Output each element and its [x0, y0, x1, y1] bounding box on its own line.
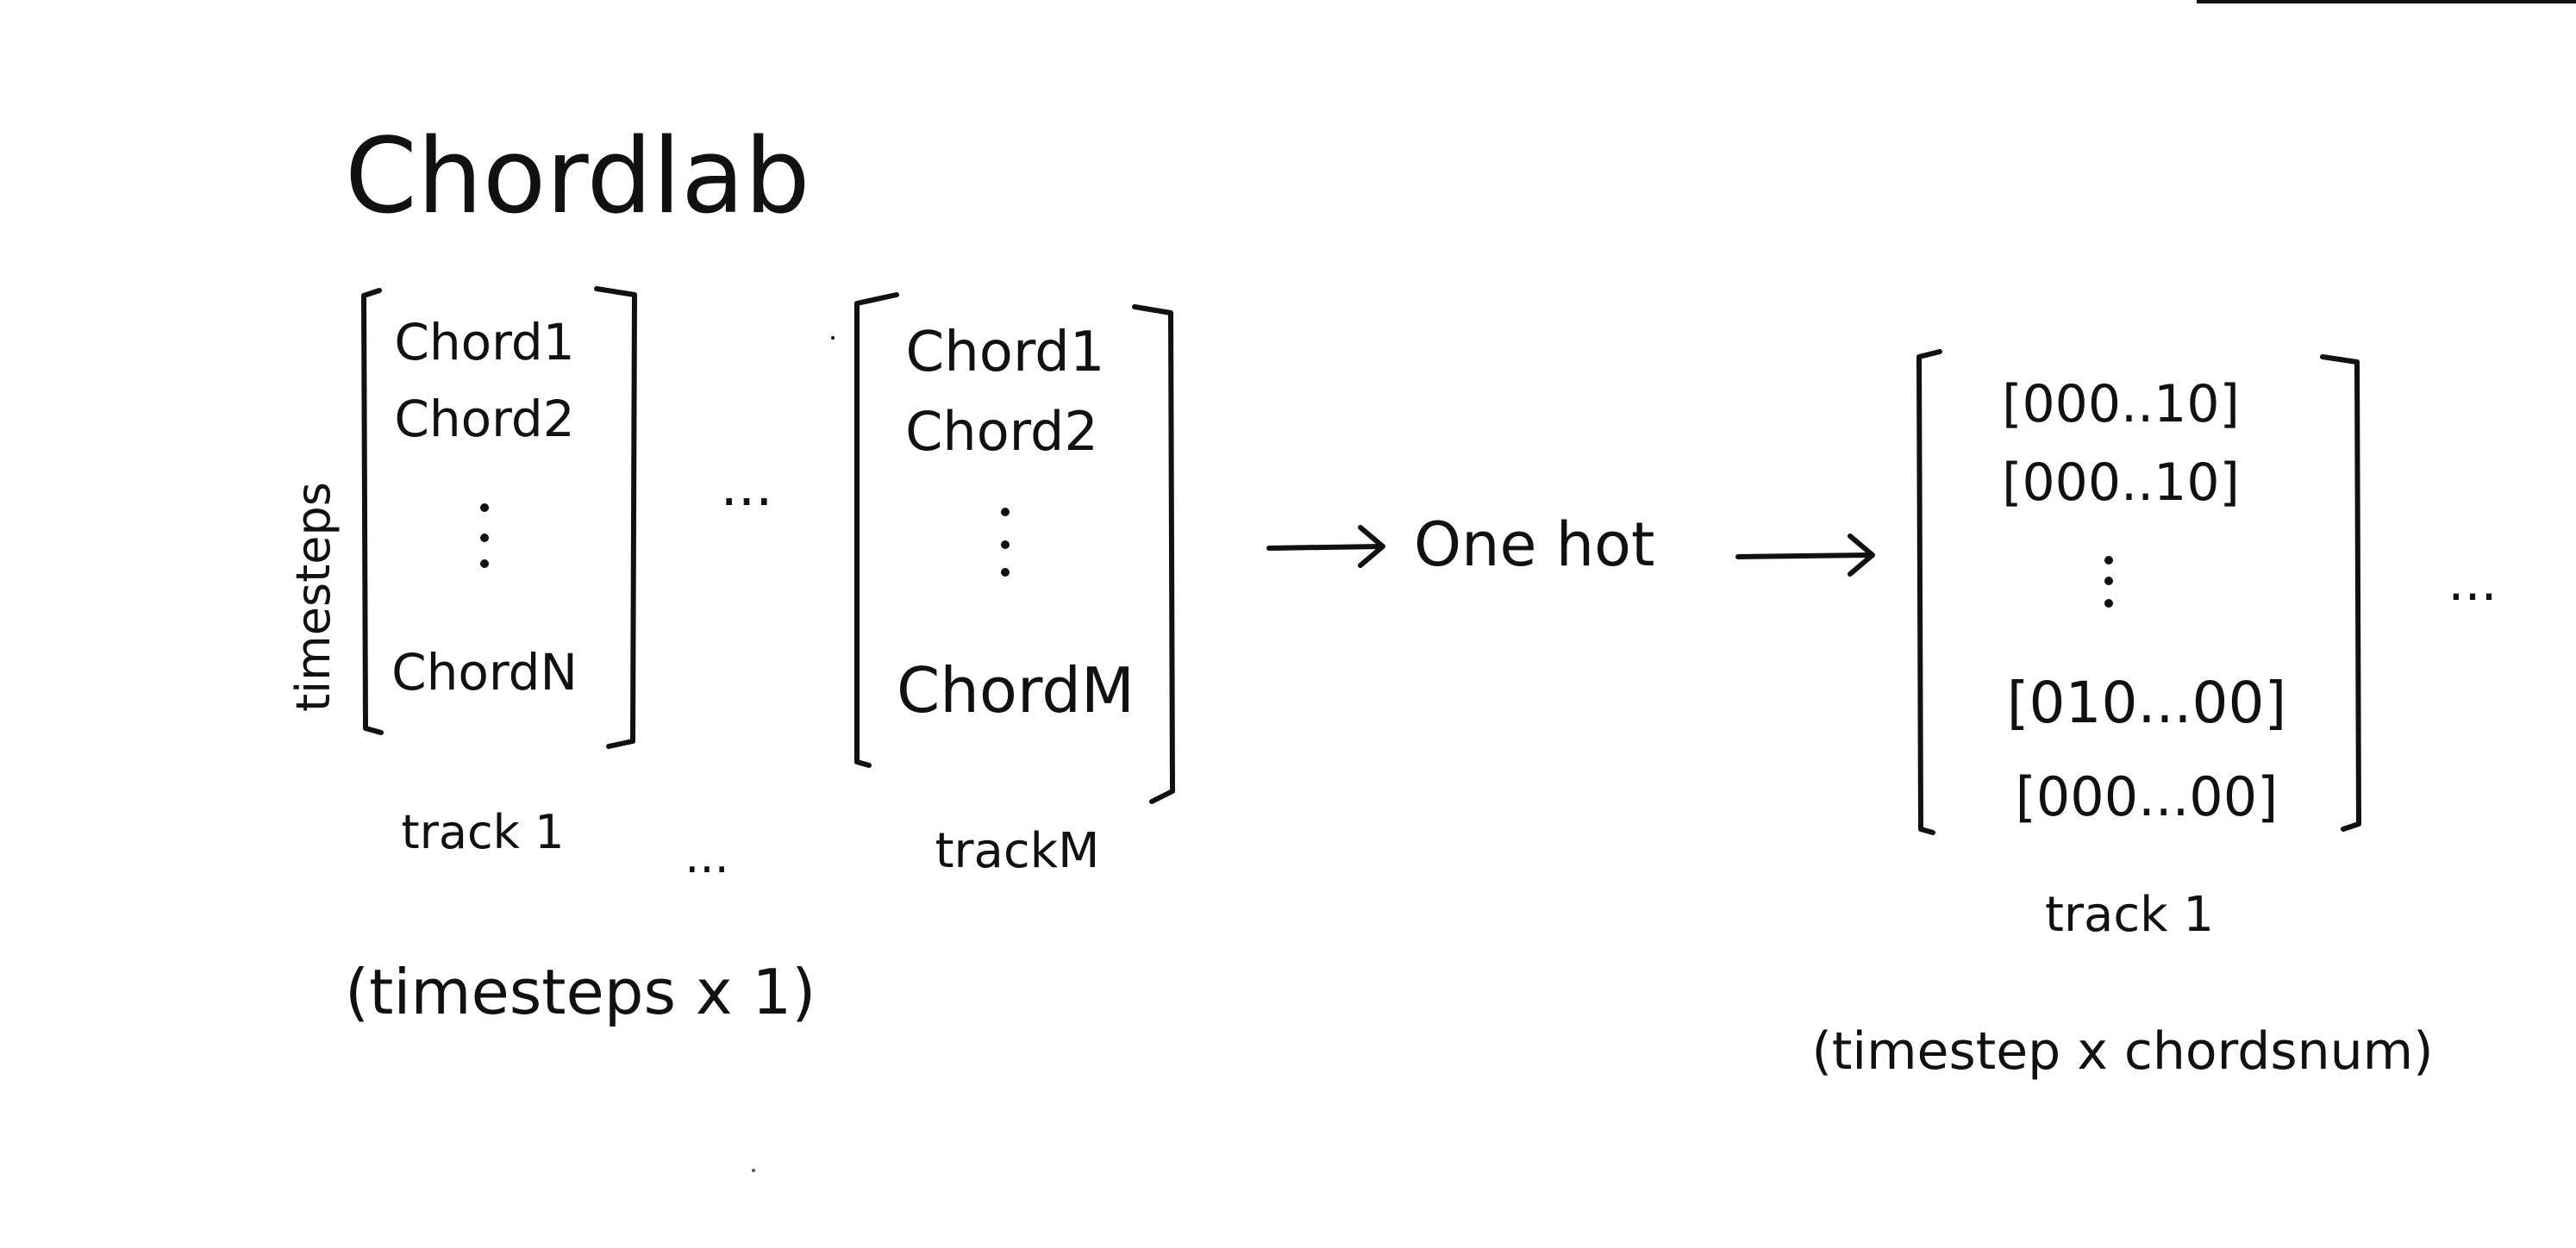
- matrix-row: [010...00]: [2007, 670, 2286, 736]
- matrix-row: Chord1: [394, 313, 574, 371]
- between-labels-ellipsis: ...: [685, 829, 729, 883]
- matrix-row: [000..10]: [2002, 452, 2240, 513]
- right-bracket: [1132, 304, 1175, 804]
- left-bracket: [1916, 349, 1942, 835]
- arrow-head-icon: [1848, 534, 1875, 577]
- matrix-row: ChordN: [391, 643, 578, 702]
- matrix-row: [000..10]: [2002, 374, 2240, 434]
- output-matrix-track-1: [000..10] [000..10] [010...00] [000...00…: [1916, 349, 2361, 835]
- transform-label: One hot: [1414, 509, 1654, 580]
- matrix-row: Chord2: [394, 390, 574, 448]
- matrix-row: ChordM: [897, 654, 1135, 727]
- input-track-label: track 1: [402, 805, 565, 859]
- vertical-ellipsis: [2104, 556, 2113, 608]
- vertical-ellipsis: [480, 503, 489, 568]
- output-shape-label: (timestep x chordsnum): [1812, 1021, 2434, 1082]
- arrow-to-one-hot: [1266, 525, 1385, 568]
- vertical-ellipsis: [1001, 508, 1010, 577]
- input-track-label: trackM: [935, 823, 1100, 879]
- matrix-row: Chord2: [905, 400, 1098, 463]
- matrix-row: Chord1: [906, 321, 1105, 384]
- top-edge-line: [2197, 0, 2576, 3]
- timesteps-axis-label: timesteps: [286, 482, 341, 712]
- input-matrix-track-m: Chord1 Chord2 ChordM: [854, 292, 1175, 804]
- output-track-label: track 1: [2045, 887, 2214, 943]
- arrow-head-icon: [1358, 525, 1385, 568]
- left-bracket: [854, 292, 899, 768]
- input-matrix-track-1: Chord1 Chord2 ChordN: [361, 286, 637, 749]
- ink-speck: [831, 336, 835, 340]
- arrow-to-output: [1735, 534, 1875, 577]
- output-trailing-ellipsis: ...: [2448, 552, 2497, 613]
- arrow-shaft: [1735, 552, 1873, 559]
- arrow-shaft: [1266, 544, 1384, 551]
- matrix-row: [000...00]: [2016, 765, 2279, 828]
- right-bracket: [2320, 354, 2361, 832]
- ink-speck: [752, 1169, 755, 1172]
- left-bracket: [361, 288, 384, 735]
- right-bracket: [594, 286, 637, 749]
- diagram-title: Chordlab: [345, 117, 810, 237]
- input-shape-label: (timesteps x 1): [345, 956, 816, 1028]
- between-tracks-ellipsis: ...: [720, 455, 772, 519]
